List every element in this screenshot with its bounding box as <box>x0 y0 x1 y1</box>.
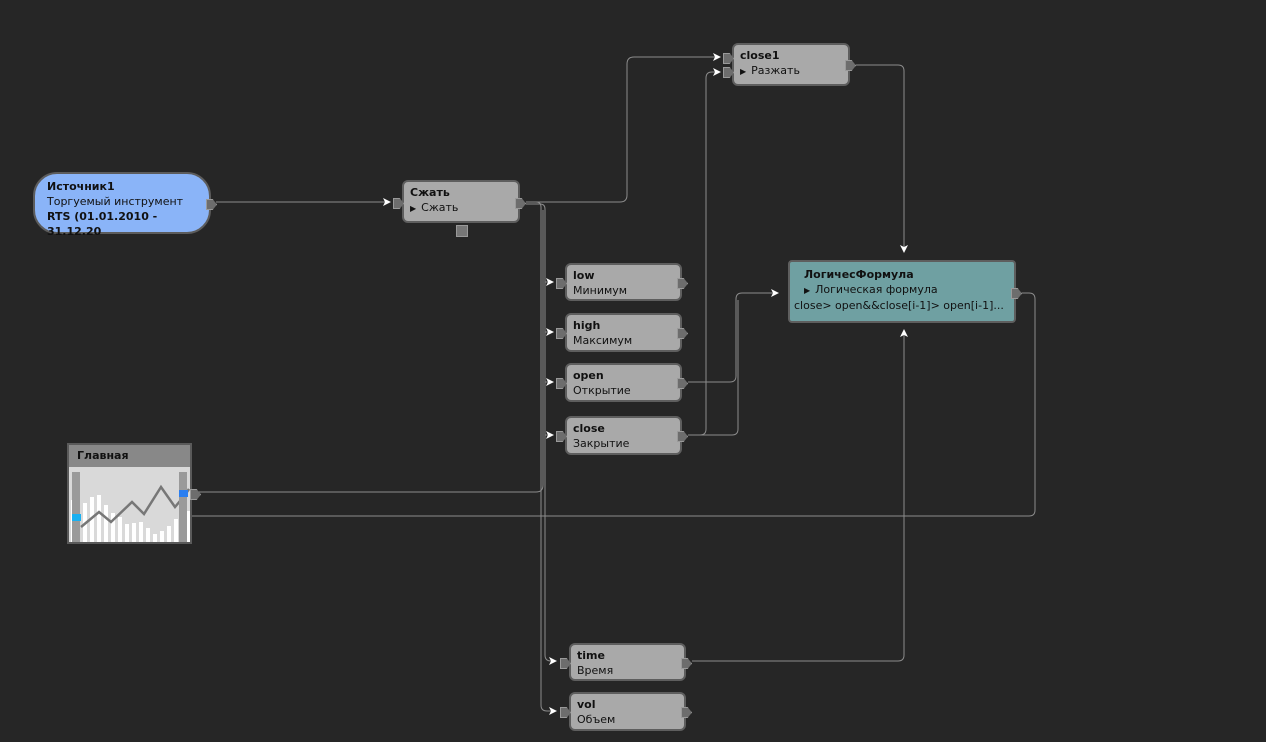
node-subtitle: Объем <box>577 713 616 726</box>
output-port[interactable] <box>515 198 526 209</box>
node-title: Главная <box>69 445 190 467</box>
input-port[interactable] <box>556 328 567 339</box>
node-subtitle: Время <box>577 664 614 677</box>
node-action: Сжать <box>421 201 459 214</box>
node-subtitle: Минимум <box>573 284 628 297</box>
node-subtitle: Максимум <box>573 334 633 347</box>
input-port[interactable] <box>556 278 567 289</box>
node-logic-formula[interactable]: ЛогичесФормула ▶ Логическая формула close… <box>788 260 1022 323</box>
node-subtitle: Закрытие <box>573 437 630 450</box>
wire-time-logic <box>692 329 908 662</box>
wire-close-close1 <box>688 68 721 436</box>
input-port[interactable] <box>560 707 571 718</box>
output-port[interactable] <box>677 378 688 389</box>
output-port[interactable] <box>677 328 688 339</box>
node-title: ЛогичесФормула <box>804 268 914 281</box>
node-action: Логическая формула <box>815 283 938 296</box>
node-chart-main[interactable]: Главная <box>67 443 201 544</box>
input-port[interactable] <box>556 378 567 389</box>
note-icon[interactable] <box>456 225 468 237</box>
node-title: close1 <box>740 49 780 62</box>
input-port[interactable] <box>556 431 567 442</box>
node-line: RTS (01.01.2010 - 31.12.20 <box>47 210 158 238</box>
wire-close1-logic <box>856 64 908 253</box>
wire-compress-bus <box>526 201 557 715</box>
output-port[interactable] <box>1011 288 1022 299</box>
output-port[interactable] <box>206 199 217 210</box>
output-port[interactable] <box>845 60 856 71</box>
node-title: low <box>573 269 595 282</box>
node-subtitle: Открытие <box>573 384 631 397</box>
output-port[interactable] <box>677 431 688 442</box>
node-action: Разжать <box>751 64 800 77</box>
input-port[interactable] <box>560 658 571 669</box>
output-port[interactable] <box>677 278 688 289</box>
node-compress[interactable]: Сжать ▶ Сжать <box>393 180 526 223</box>
output-port[interactable] <box>681 658 692 669</box>
range-handle-left <box>72 514 81 521</box>
node-title: Источник1 <box>47 180 115 193</box>
node-title: close <box>573 422 605 435</box>
wire-compress-close1 <box>526 53 721 203</box>
output-port[interactable] <box>681 707 692 718</box>
input-port[interactable] <box>723 67 734 78</box>
wire-open-logic <box>688 289 779 383</box>
node-title: vol <box>577 698 596 711</box>
output-port[interactable] <box>190 489 201 500</box>
expand-triangle-icon[interactable]: ▶ <box>740 67 747 76</box>
node-title: time <box>577 649 605 662</box>
node-title: high <box>573 319 601 332</box>
input-port[interactable] <box>723 53 734 64</box>
node-source[interactable]: Источник1 Торгуемый инструмент RTS (01.0… <box>33 172 217 238</box>
node-title: open <box>573 369 604 382</box>
wire-logic-chart <box>190 292 1036 517</box>
node-title: Сжать <box>410 186 450 199</box>
chart-thumbnail-icon <box>69 467 190 542</box>
input-port[interactable] <box>393 198 404 209</box>
node-line: Торгуемый инструмент <box>47 195 184 208</box>
formula-text: close> open&&close[i-1]> open[i-1]... <box>794 299 1004 312</box>
expand-triangle-icon[interactable]: ▶ <box>804 286 811 295</box>
node-close1[interactable]: close1 ▶ Разжать <box>723 43 856 86</box>
expand-triangle-icon[interactable]: ▶ <box>410 204 417 213</box>
wire-chart-compress <box>197 210 544 493</box>
range-handle-right <box>179 490 188 497</box>
